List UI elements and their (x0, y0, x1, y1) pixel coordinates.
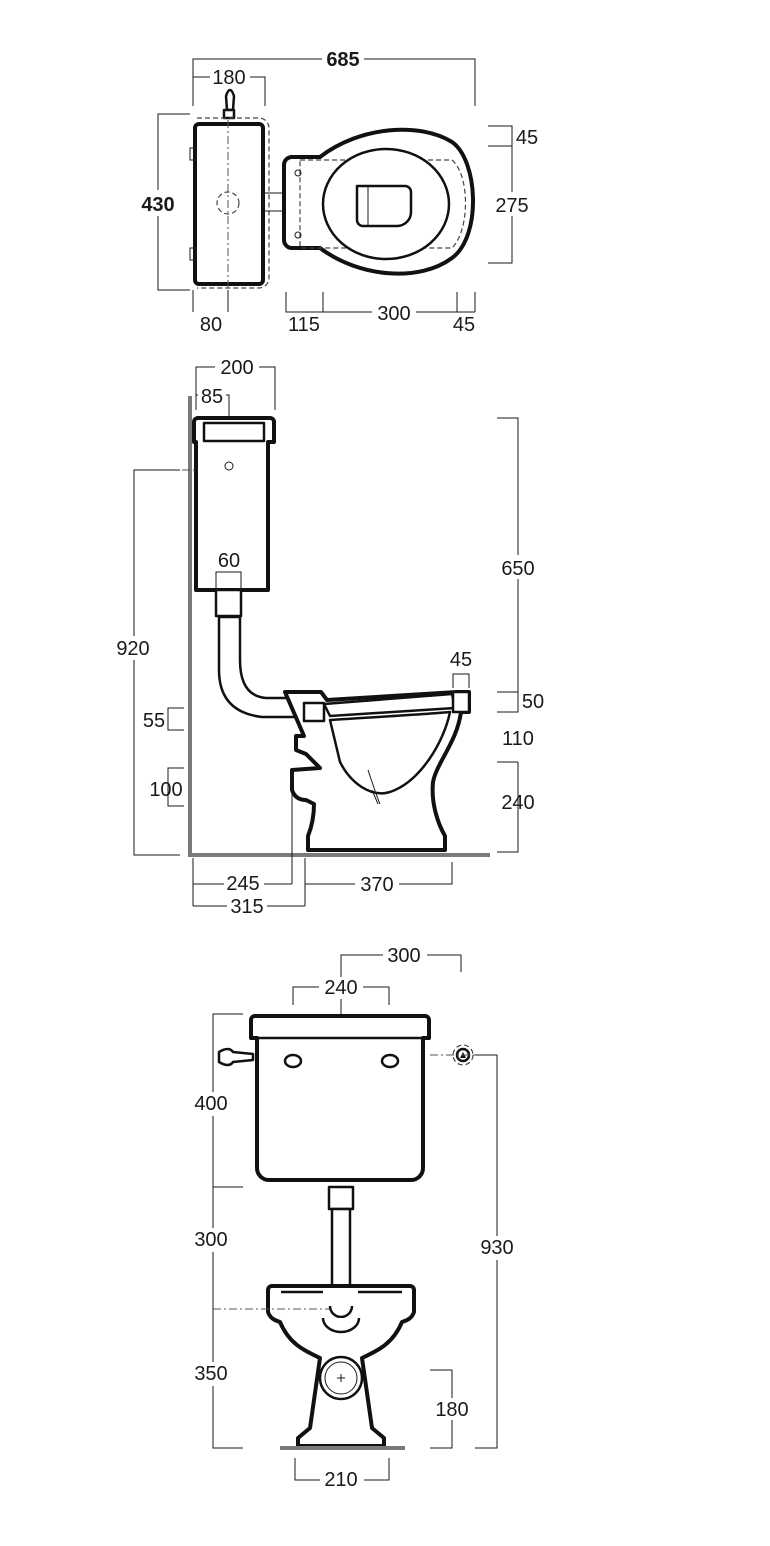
dim-total-height: 920 (116, 638, 149, 660)
cistern-plan (193, 122, 265, 286)
dim-outlet-center: 180 (435, 1399, 468, 1421)
dim-cistern-depth: 200 (220, 357, 253, 379)
dim-rear-offset: 80 (200, 314, 222, 336)
dim-tank-height: 400 (194, 1093, 227, 1115)
dim-inlet-height: 55 (143, 710, 165, 732)
dim-bowl-front: 45 (453, 314, 475, 336)
dim-pipe-height: 300 (194, 1229, 227, 1251)
dim-pipe-width: 60 (218, 550, 240, 572)
dim-overall-depth: 430 (141, 194, 174, 216)
dim-hinge-offset: 115 (288, 314, 320, 336)
dim-pan-height-front: 350 (194, 1363, 227, 1385)
dim-rim-height: 50 (522, 691, 544, 713)
cistern-front (249, 1014, 431, 1182)
dim-tank-width: 300 (387, 945, 420, 967)
dim-overall-height: 930 (480, 1237, 513, 1259)
dim-cistern-height: 650 (501, 558, 534, 580)
dim-fixing-width: 240 (324, 977, 357, 999)
cistern-side (192, 416, 276, 592)
dim-overall-width: 685 (326, 49, 359, 71)
dim-outlet-height: 100 (149, 779, 182, 801)
dim-pan-height: 240 (501, 792, 534, 814)
flush-lever-icon (224, 88, 236, 112)
dim-seat-front: 45 (516, 127, 538, 149)
dim-base-width: 210 (324, 1469, 357, 1491)
top-view: 685 180 430 45 275 (136, 48, 538, 336)
dim-seat-depth: 275 (495, 195, 528, 217)
dim-pan-length: 370 (360, 874, 393, 896)
dim-wall-to-outlet: 245 (226, 873, 259, 895)
dim-wall-to-pan: 315 (230, 896, 263, 918)
flush-lever-icon (217, 1047, 255, 1067)
dim-bowl-height: 110 (502, 728, 534, 750)
side-view: 200 85 60 650 45 50 110 240 (112, 356, 544, 918)
dim-rim-lip: 45 (450, 649, 472, 671)
dim-cistern-width: 180 (212, 67, 245, 89)
dim-outlet-offset: 85 (201, 386, 223, 408)
dim-bowl-length: 300 (377, 303, 410, 325)
front-view: 300 240 400 3 (190, 944, 518, 1491)
